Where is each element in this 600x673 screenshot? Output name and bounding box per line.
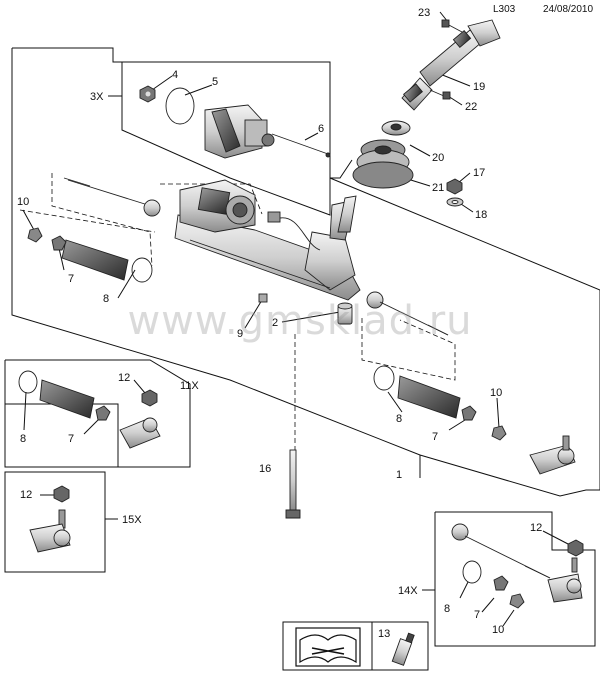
callout-12b: 12 xyxy=(20,489,32,501)
callout-5: 5 xyxy=(212,76,218,88)
callout-3x: 3X xyxy=(90,91,104,103)
inner-tie-rod-right xyxy=(366,291,449,336)
outer-tie-rod-end-right xyxy=(529,435,576,475)
callout-2: 2 xyxy=(272,317,278,329)
bushing-2 xyxy=(337,302,353,325)
tie-rod-end-box-15x xyxy=(4,471,106,573)
motor-subassembly-box xyxy=(121,61,331,216)
intermediate-shaft xyxy=(401,19,501,111)
bolt-22 xyxy=(429,89,451,100)
inner-tie-rod-left xyxy=(63,177,161,217)
callout-7a: 7 xyxy=(68,273,74,285)
bolt-16 xyxy=(285,449,301,519)
callout-8d: 8 xyxy=(444,603,450,615)
callout-8b: 8 xyxy=(20,433,26,445)
callout-13: 13 xyxy=(378,628,390,640)
callout-8a: 8 xyxy=(103,293,109,305)
callout-12a: 12 xyxy=(118,372,130,384)
bolt-4 xyxy=(139,85,156,103)
column-box-edge xyxy=(330,159,353,179)
tie-rod-end-kit-15x xyxy=(29,485,71,553)
callout-12c: 12 xyxy=(530,522,542,534)
tie-rod-kit-box-14x xyxy=(434,511,596,647)
callout-22: 22 xyxy=(465,101,477,113)
callout-18: 18 xyxy=(475,209,487,221)
o-ring-5 xyxy=(165,87,195,125)
nut-10-left xyxy=(27,227,43,243)
washer-18 xyxy=(446,197,464,207)
callout-6: 6 xyxy=(318,123,324,135)
callout-19: 19 xyxy=(473,81,485,93)
bolt-23 xyxy=(441,19,463,33)
callout-14x: 14X xyxy=(398,585,418,597)
pinion-shaft xyxy=(337,195,357,233)
boot-left xyxy=(51,235,153,283)
diagram-date: 24/08/2010 xyxy=(543,4,594,15)
guide-left xyxy=(19,209,156,233)
callout-17: 17 xyxy=(473,167,485,179)
seal-20 xyxy=(381,120,411,136)
callout-15x: 15X xyxy=(122,514,142,526)
guide-right xyxy=(361,318,456,381)
nut-17 xyxy=(446,178,463,195)
callout-7c: 7 xyxy=(432,431,438,443)
callout-10a: 10 xyxy=(17,196,29,208)
assembly-outline xyxy=(11,47,600,497)
callout-20: 20 xyxy=(432,152,444,164)
callout-7d: 7 xyxy=(474,609,480,621)
boot-21 xyxy=(352,139,414,189)
rack-housing xyxy=(174,179,361,301)
guide-housing xyxy=(160,183,263,215)
grease-tube-13 xyxy=(391,632,415,666)
callout-23: 23 xyxy=(418,7,430,19)
callout-7b: 7 xyxy=(68,433,74,445)
callout-1: 1 xyxy=(396,469,402,481)
nut-10-right xyxy=(491,425,507,441)
callout-9: 9 xyxy=(237,328,243,340)
manual-book-icon xyxy=(295,627,361,667)
callout-10b: 10 xyxy=(490,387,502,399)
electric-motor xyxy=(204,104,275,159)
guide-left-upper xyxy=(51,173,153,267)
callout-16: 16 xyxy=(259,463,271,475)
plug-9 xyxy=(258,293,268,303)
callout-8c: 8 xyxy=(396,413,402,425)
callout-11x: 11X xyxy=(180,380,199,392)
callout-labels: 1 2 3X 4 5 6 7 7 7 7 8 8 8 8 9 10 10 10 … xyxy=(17,7,542,640)
boot-right xyxy=(373,365,477,421)
lubricant-box xyxy=(282,621,429,671)
sensor-wire-6 xyxy=(271,133,331,158)
diagram-code: L303 xyxy=(493,4,516,15)
watermark: www.gmsklad.ru xyxy=(127,298,473,344)
tie-rod-kit-14x xyxy=(451,523,584,609)
boot-kit-11x xyxy=(18,370,161,449)
callout-21: 21 xyxy=(432,182,444,194)
callout-4: 4 xyxy=(172,69,178,81)
callout-10c: 10 xyxy=(492,624,504,636)
